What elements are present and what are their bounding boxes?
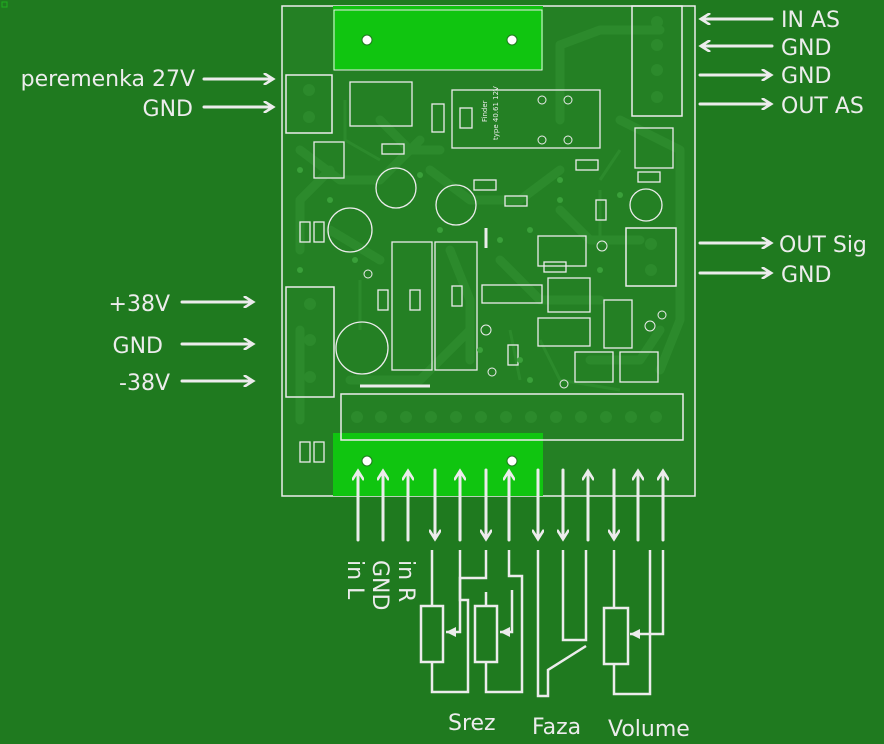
- arrow-head-icon: [500, 627, 510, 637]
- resistor-13: [299, 441, 311, 463]
- resistor-8: [409, 289, 421, 311]
- chip-c: [537, 317, 591, 347]
- label-gnd-left: GND: [143, 97, 193, 122]
- via-dots: [297, 167, 623, 383]
- capacitor-3: [327, 207, 373, 253]
- label-volume: Volume: [608, 717, 690, 742]
- relay: [451, 89, 601, 149]
- bridge-rectifier: [349, 81, 413, 127]
- arrows-bottom: [358, 470, 663, 540]
- capacitor-1: [375, 167, 417, 209]
- connector-peremenka: [285, 74, 333, 134]
- label-gnd-sig: GND: [781, 263, 831, 288]
- resistor-1: [381, 143, 405, 155]
- resistor-14: [313, 441, 325, 463]
- pcb-board: Finder type 40.61 12V: [281, 5, 696, 497]
- label-srez: Srez: [448, 711, 496, 736]
- label-minus38: -38V: [119, 371, 170, 396]
- resistor-2: [473, 179, 497, 191]
- arrows-right-top: [700, 19, 772, 273]
- ic-block-left: [391, 241, 433, 371]
- label-gnd-top2: GND: [781, 64, 831, 89]
- resistor-12: [313, 221, 325, 243]
- connector-power: [285, 286, 335, 398]
- resistor-4: [575, 159, 599, 171]
- chip-e: [619, 351, 659, 383]
- resistor-3: [504, 195, 528, 207]
- resistor-7: [377, 289, 389, 311]
- faza-switch: [536, 550, 588, 698]
- components: [299, 81, 674, 463]
- potentiometer-1: [419, 604, 445, 664]
- connector-pins: [303, 16, 663, 423]
- selection-handle: [1, 1, 8, 8]
- resistor-5: [637, 171, 661, 183]
- label-gnd-top1: GND: [781, 36, 831, 61]
- connector-bottom: [340, 393, 684, 441]
- connectors: [285, 5, 684, 441]
- label-out-sig: OUT Sig: [779, 233, 867, 258]
- label-peremenka: peremenka 27V: [21, 67, 195, 92]
- label-plus38: +38V: [109, 292, 170, 317]
- small-pads: [363, 95, 667, 389]
- trimmer-top-right: [634, 127, 674, 169]
- potentiometer-2: [473, 604, 499, 664]
- label-gnd-bottom: GND: [367, 560, 392, 610]
- resistor-15: [543, 261, 567, 273]
- copper-traces: [295, 25, 685, 425]
- connector-out-sig: [625, 227, 677, 287]
- thin-traces: [343, 100, 622, 392]
- resistor-11: [299, 221, 311, 243]
- label-faza: Faza: [532, 715, 581, 740]
- label-in-as: IN AS: [781, 8, 840, 33]
- potentiometer-3: [602, 606, 630, 666]
- chip-b: [547, 277, 591, 313]
- label-out-as: OUT AS: [781, 94, 864, 119]
- label-gnd-power: GND: [113, 334, 163, 359]
- ic-right-mid: [603, 299, 633, 349]
- relay-type-text: type 40.61 12V: [492, 86, 500, 140]
- diode-top: [431, 103, 445, 133]
- mounting-holes: [361, 34, 518, 467]
- relay-brand-text: Finder: [481, 100, 489, 122]
- resistor-9: [451, 285, 463, 307]
- label-in-l: in L: [342, 560, 367, 600]
- heatsink-outline: [333, 9, 543, 71]
- capacitor-4: [629, 188, 663, 222]
- arrow-head-icon: [630, 629, 640, 639]
- relay-coil: [459, 107, 473, 129]
- resistor-10: [507, 344, 519, 366]
- srez-potentiometers: [419, 550, 524, 694]
- chip-d: [574, 351, 614, 383]
- label-in-r: in R: [393, 560, 418, 602]
- capacitor-2: [435, 184, 477, 226]
- arrows-left: [180, 79, 272, 381]
- ic-block-right: [434, 241, 478, 371]
- resistor-6: [595, 199, 607, 221]
- transistor-box: [481, 284, 543, 304]
- arrow-head-icon: [446, 627, 456, 637]
- transistor-left: [313, 141, 345, 179]
- connector-top-right: [631, 5, 683, 117]
- capacitor-5: [335, 321, 389, 375]
- chip-a: [537, 235, 587, 267]
- volume-potentiometer: [602, 550, 665, 696]
